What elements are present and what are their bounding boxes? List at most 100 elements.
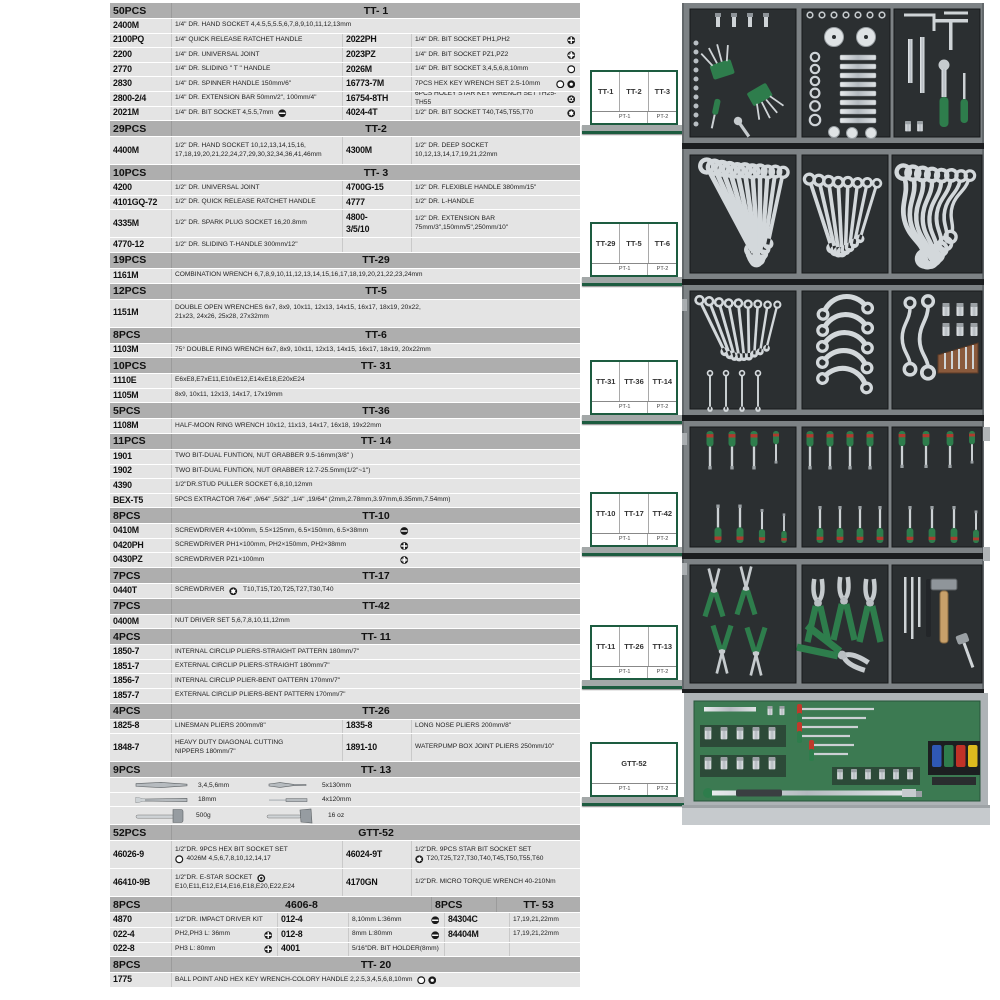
- part-number-cell: 2022PH: [342, 33, 411, 48]
- section-piece-count: 8PCS: [113, 329, 141, 342]
- tool-size-label: 16 oz: [328, 812, 345, 820]
- icon-group: [566, 36, 578, 45]
- hex-icon: [556, 80, 565, 89]
- drawer-rail: [582, 797, 685, 806]
- description-cell: 1/4" QUICK RELEASE RATCHET HANDLE: [171, 33, 342, 48]
- description-cell: 1/4" DR. BIT SOCKET PH1,PH2: [411, 33, 580, 48]
- drawer-rail: [582, 125, 685, 134]
- part-number-cell: 1848-7: [113, 741, 140, 752]
- tray-label: TT-3: [654, 87, 671, 96]
- mini-ratchet: [733, 116, 751, 138]
- section-tray-title: TT- 1: [171, 3, 580, 18]
- ball-hex-icon: [428, 976, 437, 985]
- tray-label: TT-29: [592, 224, 621, 263]
- hex-icon: [175, 855, 184, 864]
- section-tray-title: TT- 11: [171, 629, 580, 645]
- slot-icon: [430, 916, 440, 925]
- part-number-cell: 1103M: [113, 344, 139, 355]
- pt-label: PT-1: [618, 669, 631, 675]
- section-tray-title: TT-42: [171, 598, 580, 614]
- description-cell: 1/4" DR. BIT SOCKET 3,4,5,6,8,10mm: [411, 62, 580, 77]
- description-cell: 6PCS HOLEY STAR KEY WRENCH SET TH25-TH55: [411, 91, 580, 106]
- description-cell: 1/2" DR. SPARK PLUG SOCKET 16,20.8mm: [171, 210, 342, 238]
- description-cell: 1/4" DR. UNIVERSAL JOINT: [171, 48, 342, 62]
- section-tray-title: TT-6: [171, 327, 580, 343]
- flat-chisel-glyph: [135, 794, 189, 806]
- pt-divider: [647, 784, 649, 795]
- section-piece-count: 5PCS: [113, 404, 141, 417]
- torx-icon: [229, 586, 238, 596]
- part-number-cell: 1901: [113, 450, 132, 461]
- pozidriv-icon: [400, 556, 409, 565]
- description-cell: SCREWDRIVER PH1×100mm, PH2×150mm, PH2×38…: [171, 538, 580, 553]
- part-number-cell: 84404M: [444, 928, 509, 942]
- description-cell: 8,10mm L:36mm: [348, 913, 444, 927]
- drawer-photo-5: [682, 559, 984, 693]
- section-piece-count: 9PCS: [113, 763, 141, 776]
- tray-label: TT-10: [592, 494, 621, 533]
- description-cell: PH2,PH3 L: 36mm: [171, 928, 277, 942]
- drawer-rail: [582, 415, 685, 424]
- section-header-row: 50PCS TT- 1: [110, 3, 580, 18]
- icon-group: [566, 94, 578, 104]
- part-number-cell: 1850-7: [113, 646, 140, 657]
- icon-group: [417, 975, 437, 985]
- section-tray-title: GTT-52: [171, 825, 580, 841]
- extension-bar: [704, 707, 756, 712]
- drawer-rail: [582, 277, 685, 286]
- description-cell: EXTERNAL CIRCLIP PLIERS-STRAIGHT 180mm/7…: [171, 659, 580, 674]
- description-cell: INTERNAL CIRCLIP PLIER-BENT OATTERN 170m…: [171, 674, 580, 689]
- tray-label: TT-36: [620, 362, 649, 401]
- pt-divider: [647, 667, 649, 678]
- pt-label: PT-2: [656, 114, 669, 120]
- part-number-cell: 1835-8: [342, 719, 411, 734]
- section-piece-count: 50PCS: [113, 4, 147, 17]
- drawer-photo-3: [682, 285, 984, 421]
- section-tray-title: TT- 13: [171, 762, 580, 778]
- description-cell: LINESMAN PLIERS 200mm/8": [171, 719, 342, 734]
- icon-group: [566, 65, 578, 74]
- part-number-cell: 46024-9T: [342, 841, 411, 869]
- tool-size-label: 500g: [196, 812, 211, 820]
- torx-icon: [566, 109, 576, 118]
- part-number-cell: 2200: [113, 49, 132, 60]
- part-number-cell: 84304C: [444, 913, 509, 927]
- pt-label: PT-1: [618, 536, 631, 542]
- description-cell: [411, 238, 580, 252]
- part-number-cell: 1110E: [113, 374, 137, 385]
- torx-icon: [415, 855, 424, 864]
- pt-label: PT-2: [656, 536, 669, 542]
- tray-label: TT-17: [620, 494, 649, 533]
- part-number-cell: 2026M: [342, 62, 411, 77]
- hex-key-folding-set: [700, 44, 735, 80]
- drawer-photo-2: [682, 149, 984, 285]
